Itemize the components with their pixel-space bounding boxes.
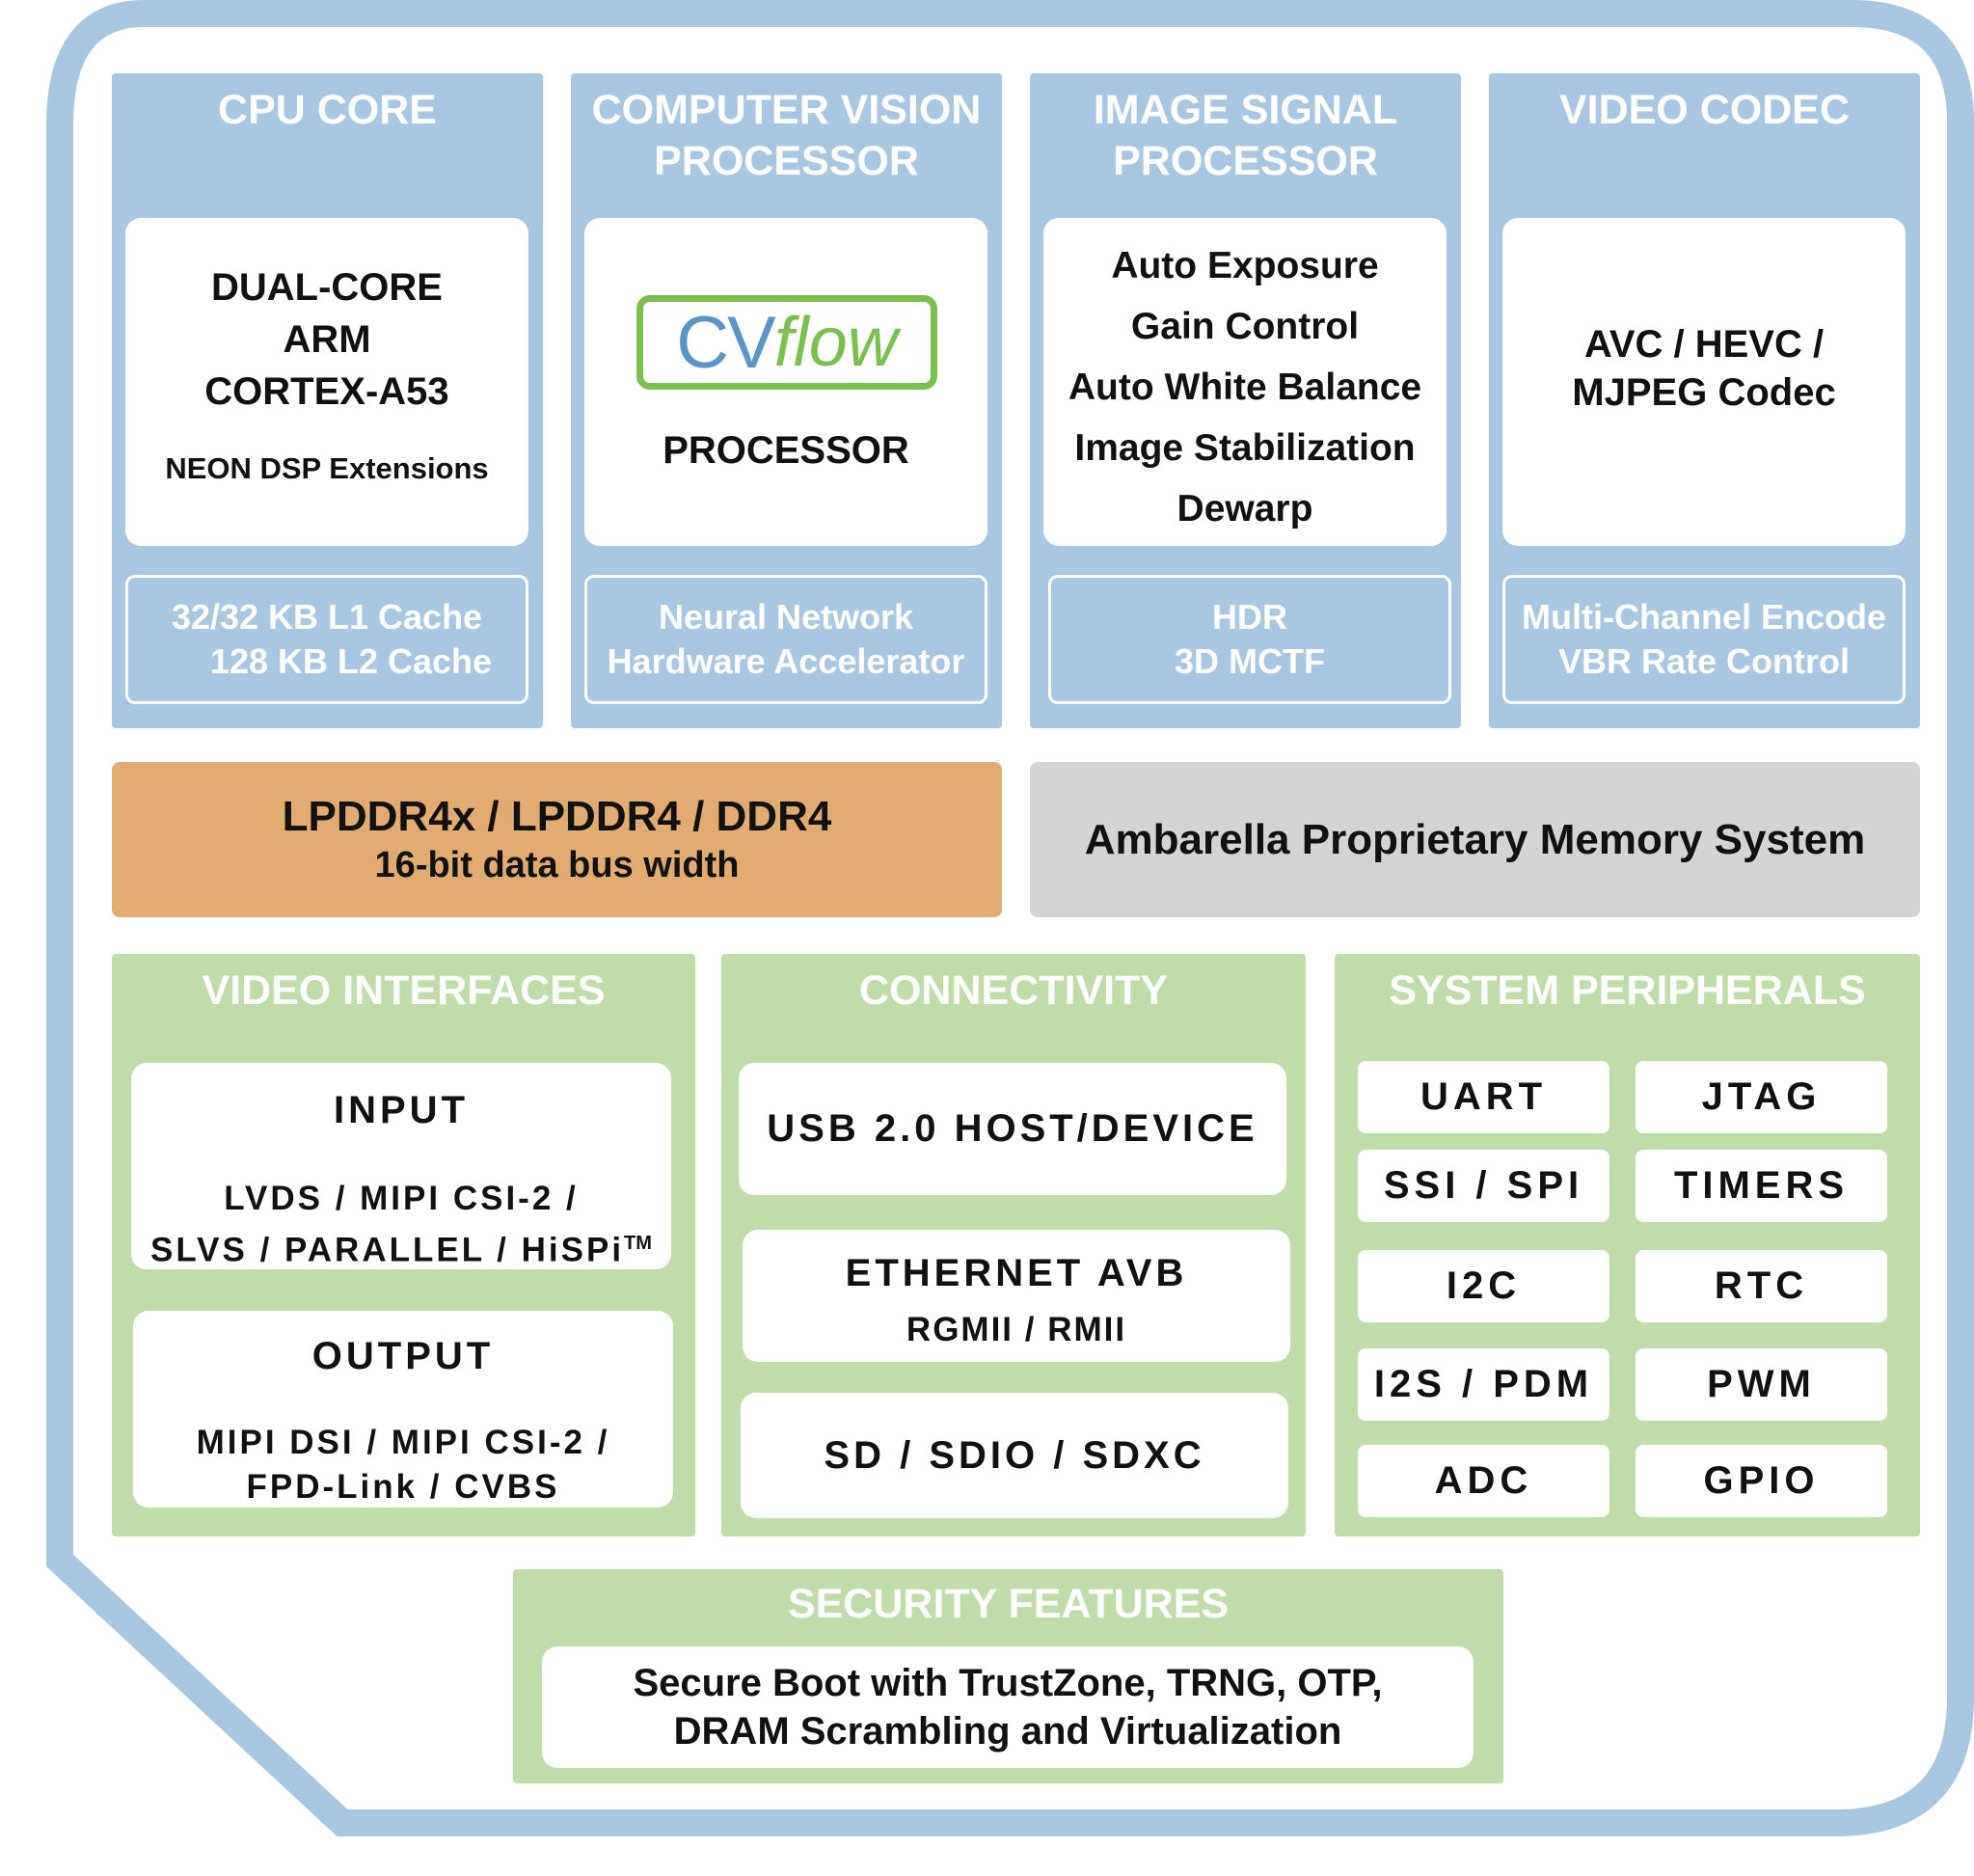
peripheral-rtc: RTC bbox=[1636, 1250, 1887, 1322]
video-codec-panel: VIDEO CODEC AVC / HEVC / MJPEG Codec Mul… bbox=[1489, 73, 1920, 728]
video-input-line: SLVS / PARALLEL / HiSPi bbox=[150, 1231, 625, 1269]
video-output-line: FPD-Link / CVBS bbox=[246, 1468, 560, 1506]
connectivity-title: CONNECTIVITY bbox=[858, 967, 1169, 1014]
ethernet-sub-label: RGMII / RMII bbox=[906, 1311, 1127, 1348]
security-features-panel: SECURITY FEATURES Secure Boot with Trust… bbox=[513, 1569, 1503, 1783]
video-input-standards: LVDS / MIPI CSI-2 / SLVS / PARALLEL / Hi… bbox=[131, 1177, 671, 1273]
cpu-core-line: DUAL-CORE bbox=[211, 266, 443, 309]
security-features-box: Secure Boot with TrustZone, TRNG, OTP, D… bbox=[542, 1646, 1474, 1768]
isp-feature: Image Stabilization bbox=[1074, 427, 1416, 469]
video-input-title: INPUT bbox=[334, 1089, 469, 1131]
encode-box: Multi-Channel Encode VBR Rate Control bbox=[1502, 575, 1906, 704]
cvflow-logo-cv: CV bbox=[676, 301, 776, 384]
video-interfaces-title: VIDEO INTERFACES bbox=[202, 967, 606, 1014]
peripheral-ssi-spi: SSI / SPI bbox=[1358, 1150, 1609, 1222]
cpu-core-title: CPU CORE bbox=[218, 87, 437, 133]
sd-box: SD / SDIO / SDXC bbox=[741, 1393, 1288, 1518]
cvflow-logo-flow: flow bbox=[773, 304, 898, 381]
video-interfaces-panel: VIDEO INTERFACES INPUT LVDS / MIPI CSI-2… bbox=[112, 954, 695, 1536]
security-line: DRAM Scrambling and Virtualization bbox=[673, 1710, 1342, 1753]
ethernet-box: ETHERNET AVB RGMII / RMII bbox=[743, 1230, 1290, 1362]
security-line: Secure Boot with TrustZone, TRNG, OTP, bbox=[633, 1662, 1383, 1704]
cv-title-line: COMPUTER VISION bbox=[591, 87, 982, 133]
isp-feature: Dewarp bbox=[1176, 488, 1313, 530]
cv-processor-title: COMPUTER VISION PROCESSOR bbox=[571, 85, 1002, 187]
cpu-core-panel: CPU CORE DUAL-CORE ARM CORTEX-A53 NEON D… bbox=[112, 73, 543, 728]
cv-processor-panel: COMPUTER VISION PROCESSOR CV flow PROCES… bbox=[571, 73, 1002, 728]
isp-feature: Auto White Balance bbox=[1068, 367, 1422, 408]
codec-box: AVC / HEVC / MJPEG Codec bbox=[1502, 218, 1906, 546]
mctf-label: 3D MCTF bbox=[1175, 641, 1325, 681]
memory-system-label: Ambarella Proprietary Memory System bbox=[1084, 815, 1866, 863]
video-codec-title: VIDEO CODEC bbox=[1558, 87, 1851, 133]
isp-feature-list: Auto Exposure Gain Control Auto White Ba… bbox=[1043, 235, 1447, 539]
ddr-types: LPDDR4x / LPDDR4 / DDR4 bbox=[282, 792, 832, 840]
memory-system-box: Ambarella Proprietary Memory System bbox=[1030, 762, 1920, 917]
encode-line: VBR Rate Control bbox=[1557, 641, 1850, 681]
codec-line: MJPEG Codec bbox=[1572, 371, 1836, 414]
peripheral-i2c: I2C bbox=[1358, 1250, 1609, 1322]
isp-title-line: PROCESSOR bbox=[1113, 138, 1378, 184]
system-peripherals-title: SYSTEM PERIPHERALS bbox=[1389, 967, 1866, 1014]
cvflow-logo: CV flow bbox=[636, 295, 937, 390]
cpu-core-description: DUAL-CORE ARM CORTEX-A53 bbox=[125, 261, 528, 418]
system-peripherals-panel: SYSTEM PERIPHERALS UART JTAG SSI / SPI T… bbox=[1335, 954, 1920, 1536]
neon-extension-label: NEON DSP Extensions bbox=[165, 451, 489, 485]
nn-accelerator-line: Hardware Accelerator bbox=[607, 641, 965, 681]
cache-line: 128 KB L2 Cache bbox=[209, 641, 493, 681]
cpu-core-line: ARM bbox=[283, 318, 371, 361]
cpu-core-box: DUAL-CORE ARM CORTEX-A53 NEON DSP Extens… bbox=[125, 218, 528, 546]
peripheral-adc: ADC bbox=[1358, 1445, 1609, 1517]
nn-accelerator-line: Neural Network bbox=[658, 597, 914, 637]
cache-box: 32/32 KB L1 Cache 128 KB L2 Cache bbox=[125, 575, 528, 704]
ethernet-label: ETHERNET AVB bbox=[845, 1252, 1188, 1294]
cache-line: 32/32 KB L1 Cache bbox=[171, 597, 483, 637]
peripheral-jtag: JTAG bbox=[1636, 1061, 1887, 1133]
cv-processor-label: PROCESSOR bbox=[663, 429, 909, 472]
video-input-line-2: SLVS / PARALLEL / HiSPiTM bbox=[131, 1221, 671, 1273]
isp-title: IMAGE SIGNAL PROCESSOR bbox=[1030, 85, 1461, 187]
sd-label: SD / SDIO / SDXC bbox=[824, 1433, 1205, 1477]
video-output-title: OUTPUT bbox=[311, 1335, 495, 1377]
cv-processor-box: CV flow PROCESSOR bbox=[584, 218, 987, 546]
peripheral-uart: UART bbox=[1358, 1061, 1609, 1133]
peripheral-i2s-pdm: I2S / PDM bbox=[1358, 1348, 1609, 1421]
codec-line: AVC / HEVC / bbox=[1583, 323, 1825, 366]
hdr-label: HDR bbox=[1212, 597, 1287, 637]
ddr-bus-width: 16-bit data bus width bbox=[374, 844, 740, 885]
video-input-box: INPUT LVDS / MIPI CSI-2 / SLVS / PARALLE… bbox=[131, 1063, 671, 1269]
nn-accelerator-box: Neural Network Hardware Accelerator bbox=[584, 575, 987, 704]
encode-line: Multi-Channel Encode bbox=[1522, 597, 1886, 637]
trademark-mark: TM bbox=[624, 1233, 652, 1254]
video-input-line: LVDS / MIPI CSI-2 / bbox=[224, 1180, 579, 1217]
cpu-core-line: CORTEX-A53 bbox=[204, 370, 449, 413]
isp-feature: Auto Exposure bbox=[1111, 245, 1379, 286]
video-output-line: MIPI DSI / MIPI CSI-2 / bbox=[196, 1424, 610, 1461]
hdr-mctf-box: HDR 3D MCTF bbox=[1048, 575, 1451, 704]
ddr-memory-box: LPDDR4x / LPDDR4 / DDR4 16-bit data bus … bbox=[112, 762, 1002, 917]
usb-box: USB 2.0 HOST/DEVICE bbox=[739, 1063, 1286, 1195]
isp-feature: Gain Control bbox=[1130, 306, 1360, 347]
isp-panel: IMAGE SIGNAL PROCESSOR Auto Exposure Gai… bbox=[1030, 73, 1461, 728]
peripheral-timers: TIMERS bbox=[1636, 1150, 1887, 1222]
isp-title-line: IMAGE SIGNAL bbox=[1093, 87, 1398, 133]
cv-title-line: PROCESSOR bbox=[654, 138, 919, 184]
isp-features-box: Auto Exposure Gain Control Auto White Ba… bbox=[1043, 218, 1447, 546]
connectivity-panel: CONNECTIVITY USB 2.0 HOST/DEVICE ETHERNE… bbox=[721, 954, 1306, 1536]
peripheral-gpio: GPIO bbox=[1636, 1445, 1887, 1517]
usb-label: USB 2.0 HOST/DEVICE bbox=[767, 1107, 1258, 1150]
codec-description: AVC / HEVC / MJPEG Codec bbox=[1502, 320, 1906, 417]
video-output-standards: MIPI DSI / MIPI CSI-2 / FPD-Link / CVBS bbox=[133, 1421, 673, 1509]
peripheral-pwm: PWM bbox=[1636, 1348, 1887, 1421]
security-features-title: SECURITY FEATURES bbox=[787, 1581, 1230, 1627]
video-output-box: OUTPUT MIPI DSI / MIPI CSI-2 / FPD-Link … bbox=[133, 1311, 673, 1508]
